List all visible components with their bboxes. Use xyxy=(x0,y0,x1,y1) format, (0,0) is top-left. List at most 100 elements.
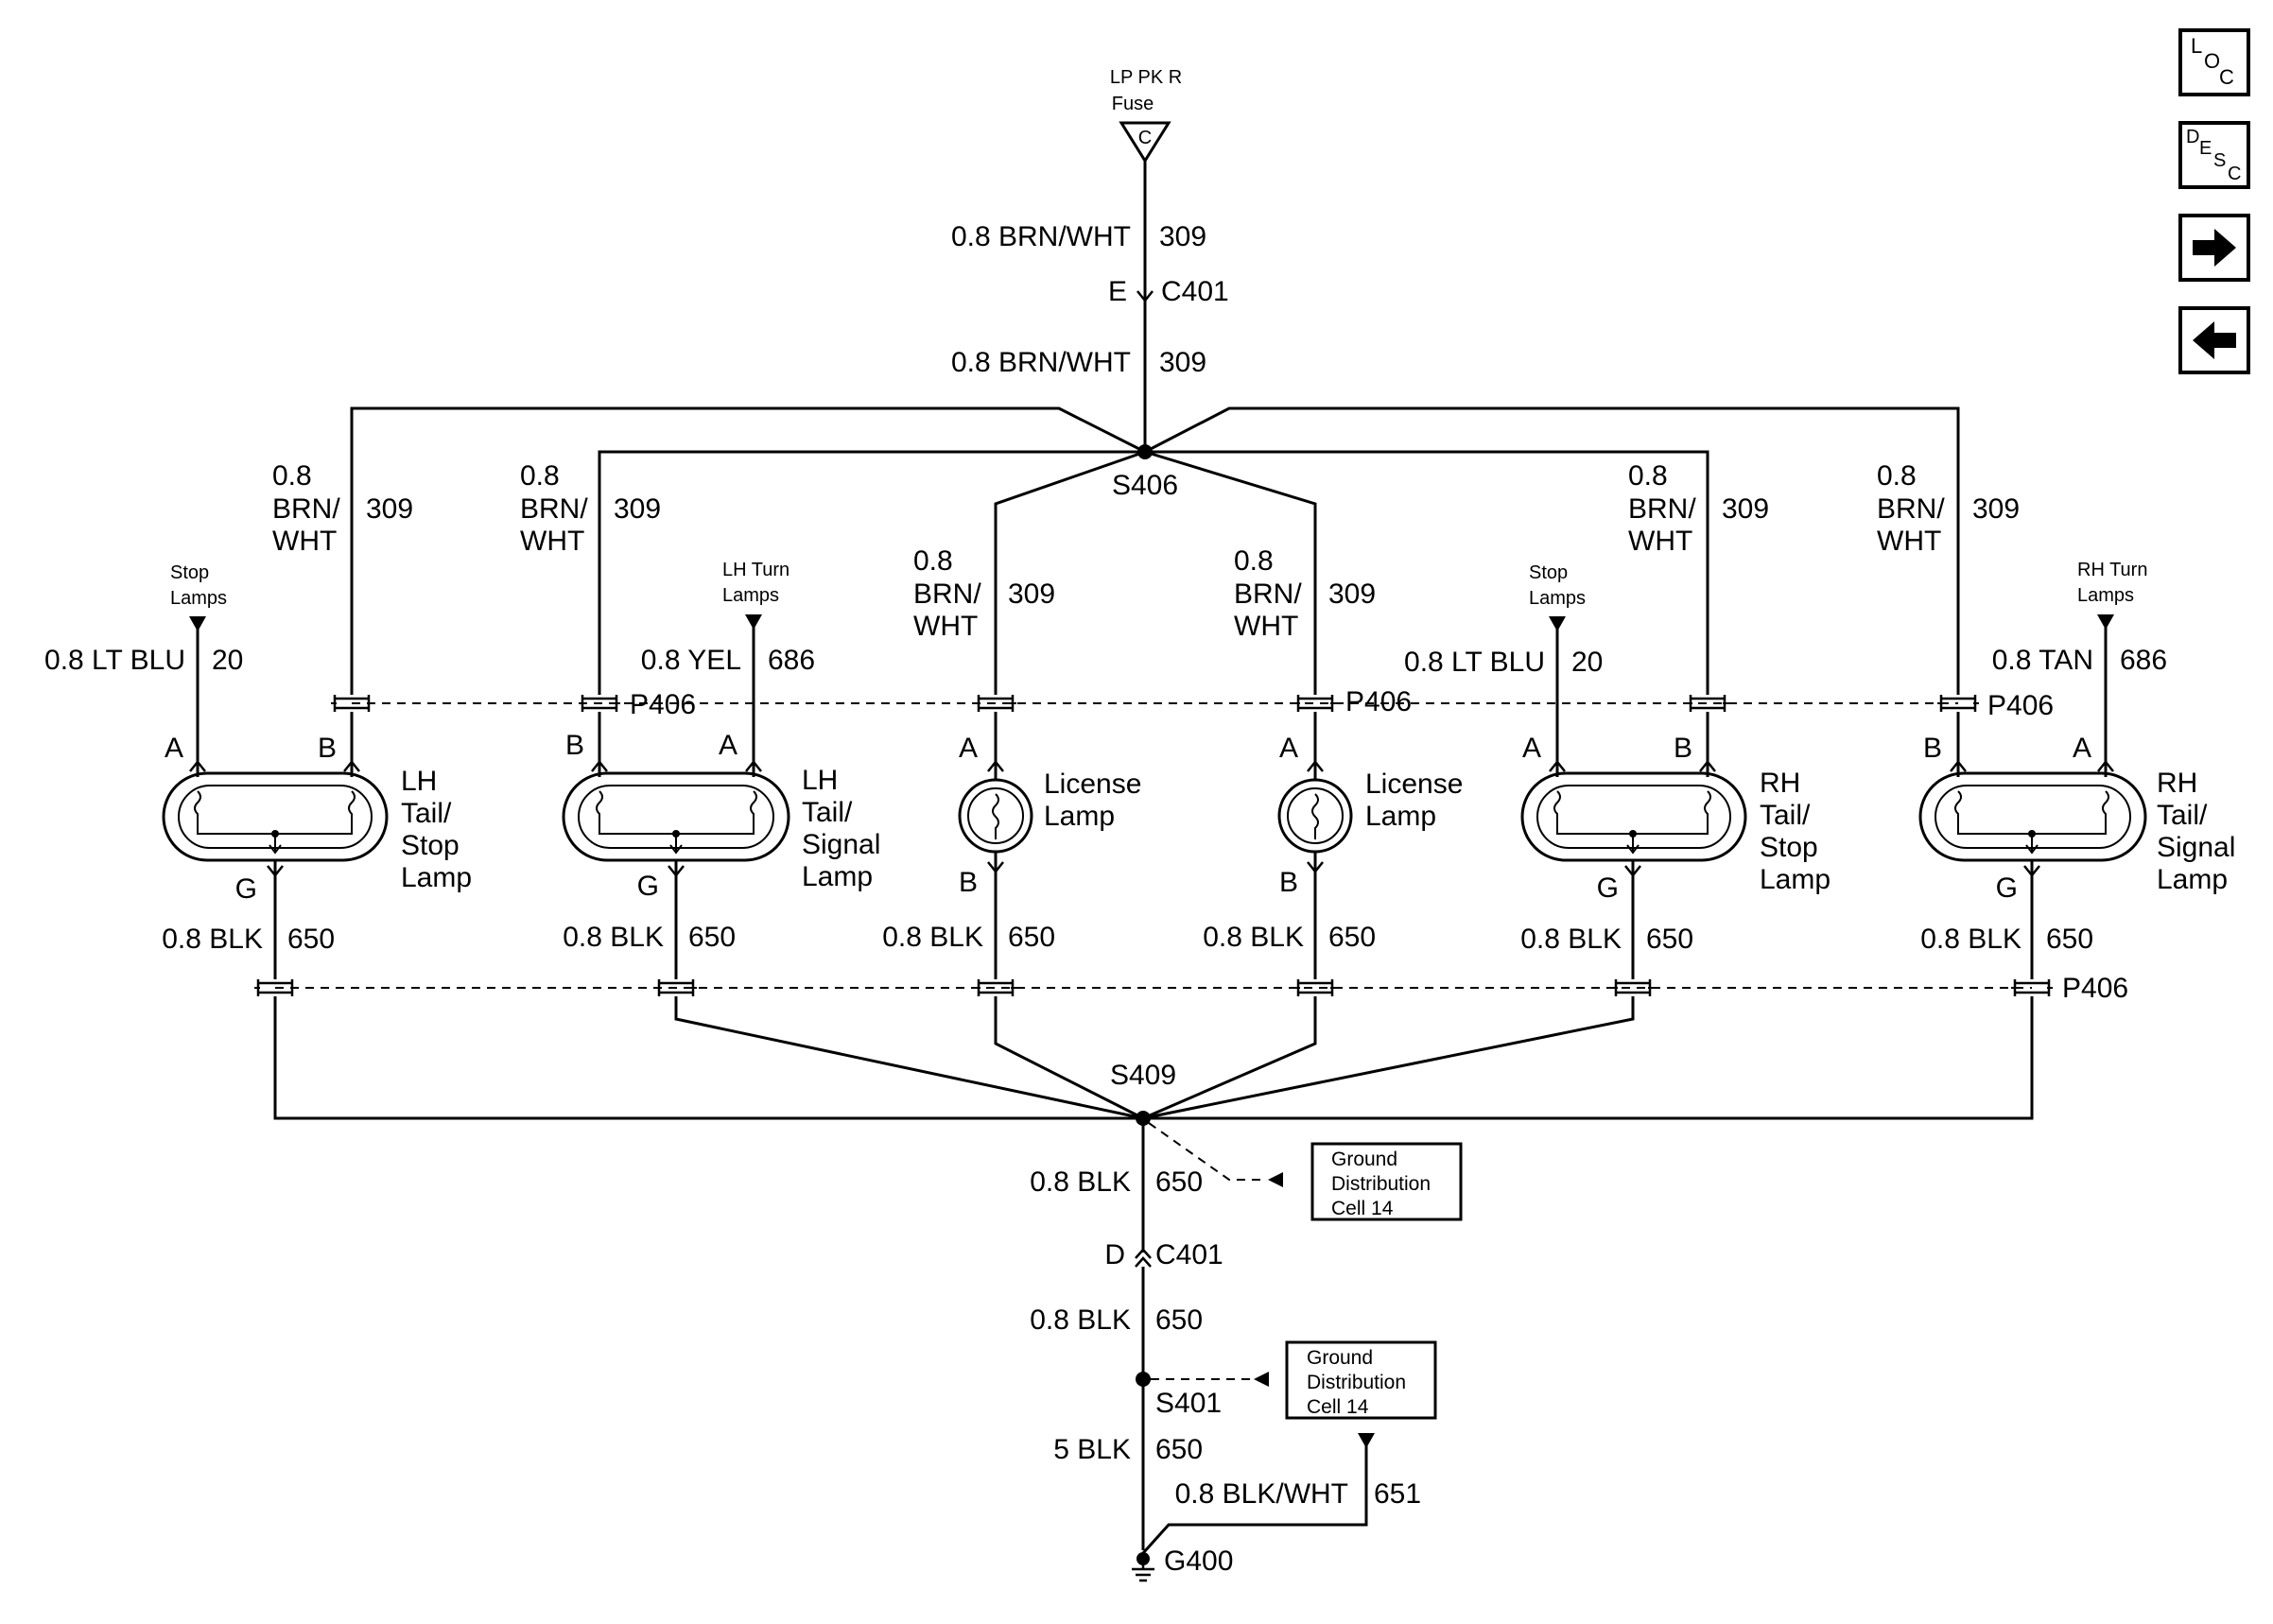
branch-label-lh-signal: 0.8 BRN/ WHT 309 xyxy=(520,460,661,557)
stop-lamps-ref-lh: Stop Lamps 0.8 LT BLU 20 xyxy=(44,562,243,762)
svg-text:0.8: 0.8 xyxy=(913,545,953,577)
branch-label-lh-stop: 0.8 BRN/ WHT 309 xyxy=(272,460,413,557)
svg-text:BRN/: BRN/ xyxy=(1877,493,1945,525)
svg-text:A: A xyxy=(2073,733,2091,764)
svg-text:Stop: Stop xyxy=(1529,562,1568,583)
feed-connector-label: C401 xyxy=(1161,276,1229,307)
ground-distribution-ref-2: Ground Distribution Cell 14 xyxy=(1285,1340,1437,1420)
svg-text:G: G xyxy=(235,873,257,905)
previous-page-button[interactable] xyxy=(2178,306,2250,374)
svg-text:D: D xyxy=(2186,127,2199,147)
rh-turn-lamps-ref: RH Turn Lamps 0.8 TAN 686 xyxy=(1992,560,2167,762)
svg-text:0.8 BLK: 0.8 BLK xyxy=(1520,924,1622,955)
s409-branches xyxy=(273,996,2034,1120)
svg-text:B: B xyxy=(1674,733,1692,764)
svg-text:Signal: Signal xyxy=(802,829,880,860)
svg-text:309: 309 xyxy=(1008,579,1055,610)
branch-label-license-2: 0.8 BRN/ WHT 309 xyxy=(1234,545,1376,642)
svg-text:Tail/: Tail/ xyxy=(2157,800,2208,831)
feed-wire-lower-label: 0.8 BRN/WHT xyxy=(951,347,1131,378)
svg-text:309: 309 xyxy=(614,493,661,525)
svg-text:0.8 BLK: 0.8 BLK xyxy=(162,924,263,955)
svg-text:B: B xyxy=(1279,867,1298,898)
feed-circuit-upper: 309 xyxy=(1159,221,1206,252)
s406-splice-dot xyxy=(1137,444,1153,459)
c401-pin-d xyxy=(1135,1256,1152,1268)
svg-text:20: 20 xyxy=(1571,647,1603,678)
svg-text:650: 650 xyxy=(1646,924,1693,955)
svg-text:Lamps: Lamps xyxy=(1529,588,1586,609)
svg-text:E: E xyxy=(2199,138,2212,159)
svg-text:Stop: Stop xyxy=(401,830,460,861)
rh-tail-signal-lamp: B A G RH Tail/ Signal Lamp xyxy=(1918,733,2235,904)
svg-text:Lamp: Lamp xyxy=(401,862,472,893)
ground-circuit2: 650 xyxy=(1155,1304,1203,1336)
svg-text:0.8 BLK: 0.8 BLK xyxy=(1203,922,1304,953)
svg-text:Lamps: Lamps xyxy=(722,585,779,606)
svg-text:A: A xyxy=(1279,733,1298,764)
svg-text:G: G xyxy=(1597,872,1619,904)
ground-distribution-arrow xyxy=(1268,1172,1283,1187)
svg-text:0.8 LT BLU: 0.8 LT BLU xyxy=(44,645,185,676)
next-page-button[interactable] xyxy=(2178,214,2250,282)
description-button[interactable]: D E S C xyxy=(2178,121,2250,189)
ground-pin-label: D xyxy=(1104,1239,1125,1270)
svg-text:Distribution: Distribution xyxy=(1331,1173,1431,1195)
svg-text:G: G xyxy=(637,871,659,902)
svg-text:0.8 TAN: 0.8 TAN xyxy=(1992,645,2093,676)
fuse-label-line1: LP PK R xyxy=(1110,67,1182,88)
svg-text:0.8: 0.8 xyxy=(1877,460,1917,492)
svg-text:B: B xyxy=(318,733,337,764)
p406-connector xyxy=(1293,977,1338,998)
svg-text:0.8: 0.8 xyxy=(1628,460,1668,492)
svg-text:B: B xyxy=(565,730,584,761)
svg-text:Ground: Ground xyxy=(1331,1149,1397,1170)
svg-text:License: License xyxy=(1365,769,1463,800)
p406-label: P406 xyxy=(1345,686,1412,717)
svg-text:650: 650 xyxy=(287,924,335,955)
svg-text:LH: LH xyxy=(401,766,437,797)
svg-text:0.8: 0.8 xyxy=(1234,545,1274,577)
fuse-triangle xyxy=(1119,121,1171,164)
svg-text:Stop: Stop xyxy=(170,562,209,583)
svg-text:650: 650 xyxy=(1328,922,1376,953)
svg-text:Lamp: Lamp xyxy=(1365,801,1436,832)
svg-text:L: L xyxy=(2191,34,2202,58)
blk-wht-651-wire: 0.8 BLK/WHT 651 xyxy=(1141,1433,1421,1555)
s406-label: S406 xyxy=(1112,470,1178,501)
svg-text:650: 650 xyxy=(1008,922,1055,953)
p406-connector xyxy=(1293,693,1338,714)
license-lamp-1: A B License Lamp xyxy=(958,733,1141,898)
lh-tail-signal-lamp: B A G LH Tail/ Signal Lamp xyxy=(562,730,880,902)
license-lamp-2: A B License Lamp xyxy=(1277,733,1463,898)
svg-text:WHT: WHT xyxy=(1234,611,1298,642)
ground-distribution-ref-1: Ground Distribution Cell 14 xyxy=(1310,1142,1463,1221)
svg-text:Lamp: Lamp xyxy=(2157,864,2228,895)
branch-label-rh-stop: 0.8 BRN/ WHT 309 xyxy=(1628,460,1769,557)
svg-text:Lamp: Lamp xyxy=(802,861,873,892)
fuse-symbol: LP PK R Fuse C xyxy=(1110,67,1182,164)
svg-text:0.8 BLK/WHT: 0.8 BLK/WHT xyxy=(1175,1478,1348,1510)
s409-label: S409 xyxy=(1110,1060,1176,1091)
svg-text:WHT: WHT xyxy=(272,526,337,557)
g400-ground-icon xyxy=(1132,1552,1154,1582)
svg-text:309: 309 xyxy=(1328,579,1376,610)
lamp-ground-wires xyxy=(273,872,2034,979)
svg-text:Lamp: Lamp xyxy=(1760,864,1831,895)
svg-text:686: 686 xyxy=(768,645,815,676)
svg-text:LH: LH xyxy=(802,765,838,796)
stop-lamps-ref-rh: Stop Lamps 0.8 LT BLU 20 xyxy=(1404,562,1603,762)
svg-text:BRN/: BRN/ xyxy=(520,493,588,525)
svg-text:Tail/: Tail/ xyxy=(802,797,853,828)
svg-text:Cell 14: Cell 14 xyxy=(1331,1198,1394,1219)
svg-text:686: 686 xyxy=(2120,645,2167,676)
svg-text:A: A xyxy=(1522,733,1541,764)
svg-text:0.8: 0.8 xyxy=(520,460,560,492)
svg-text:BRN/: BRN/ xyxy=(272,493,340,525)
ground-wire3-label: 5 BLK xyxy=(1053,1434,1131,1465)
s406-branches xyxy=(350,406,1960,695)
location-button[interactable]: L O C xyxy=(2178,28,2250,96)
svg-text:Ground: Ground xyxy=(1307,1347,1373,1369)
lh-turn-lamps-ref: LH Turn Lamps 0.8 YEL 686 xyxy=(641,560,815,762)
rh-tail-stop-lamp: A B G RH Tail/ Stop Lamp xyxy=(1520,733,1831,904)
